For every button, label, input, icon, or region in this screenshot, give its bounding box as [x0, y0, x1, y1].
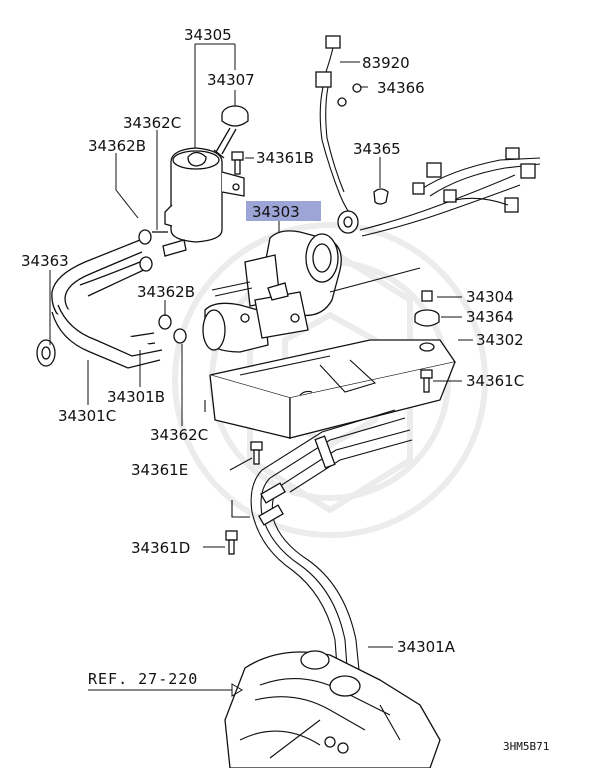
label-34361e[interactable]: 34361E [131, 461, 188, 479]
label-34362c-top[interactable]: 34362C [123, 114, 181, 132]
label-34301a[interactable]: 34301A [397, 638, 456, 656]
bracket-part[interactable] [204, 339, 457, 439]
clip-34366-part[interactable] [352, 83, 362, 93]
pressure-pipe-part[interactable] [231, 409, 413, 681]
bolt-34361c-part[interactable] [420, 369, 433, 393]
label-83920[interactable]: 83920 [362, 54, 410, 72]
label-34302[interactable]: 34302 [476, 331, 524, 349]
label-34362c-bottom[interactable]: 34362C [150, 426, 208, 444]
diagram-code: 3HM5B71 [503, 740, 549, 753]
clip-34365-part[interactable] [373, 188, 389, 205]
label-34365[interactable]: 34365 [353, 140, 401, 158]
wiring-harness-part[interactable] [315, 35, 541, 237]
hose-set-part[interactable] [36, 229, 187, 369]
pump-motor-part[interactable] [202, 230, 421, 353]
leader-lines [49, 43, 473, 697]
label-34361d[interactable]: 34361D [131, 539, 190, 557]
label-34304[interactable]: 34304 [466, 288, 514, 306]
label-34366[interactable]: 34366 [377, 79, 425, 97]
label-34305[interactable]: 34305 [184, 26, 232, 44]
label-34361c[interactable]: 34361C [466, 372, 524, 390]
label-34301b[interactable]: 34301B [107, 388, 165, 406]
label-34363[interactable]: 34363 [21, 252, 69, 270]
label-34362b-mid[interactable]: 34362B [137, 283, 195, 301]
label-34361b[interactable]: 34361B [256, 149, 314, 167]
bolt-34361d-part[interactable] [225, 530, 238, 555]
bolt-34361b-part[interactable] [231, 151, 244, 175]
label-ref-27-220[interactable]: REF. 27-220 [88, 670, 198, 688]
steering-gear-box [224, 650, 441, 768]
nut-34304-part[interactable] [421, 290, 433, 302]
label-34301c[interactable]: 34301C [58, 407, 116, 425]
label-34364[interactable]: 34364 [466, 308, 514, 326]
highlight-box-34303 [246, 201, 321, 221]
label-34362b-left[interactable]: 34362B [88, 137, 146, 155]
label-34307[interactable]: 34307 [207, 71, 255, 89]
label-34303[interactable]: 34303 [252, 203, 300, 221]
bolt-34361e-part[interactable] [250, 441, 263, 465]
insulator-34364-part[interactable] [414, 309, 440, 327]
reservoir-tank-part[interactable] [152, 147, 245, 257]
reservoir-cap-part[interactable] [213, 105, 249, 159]
